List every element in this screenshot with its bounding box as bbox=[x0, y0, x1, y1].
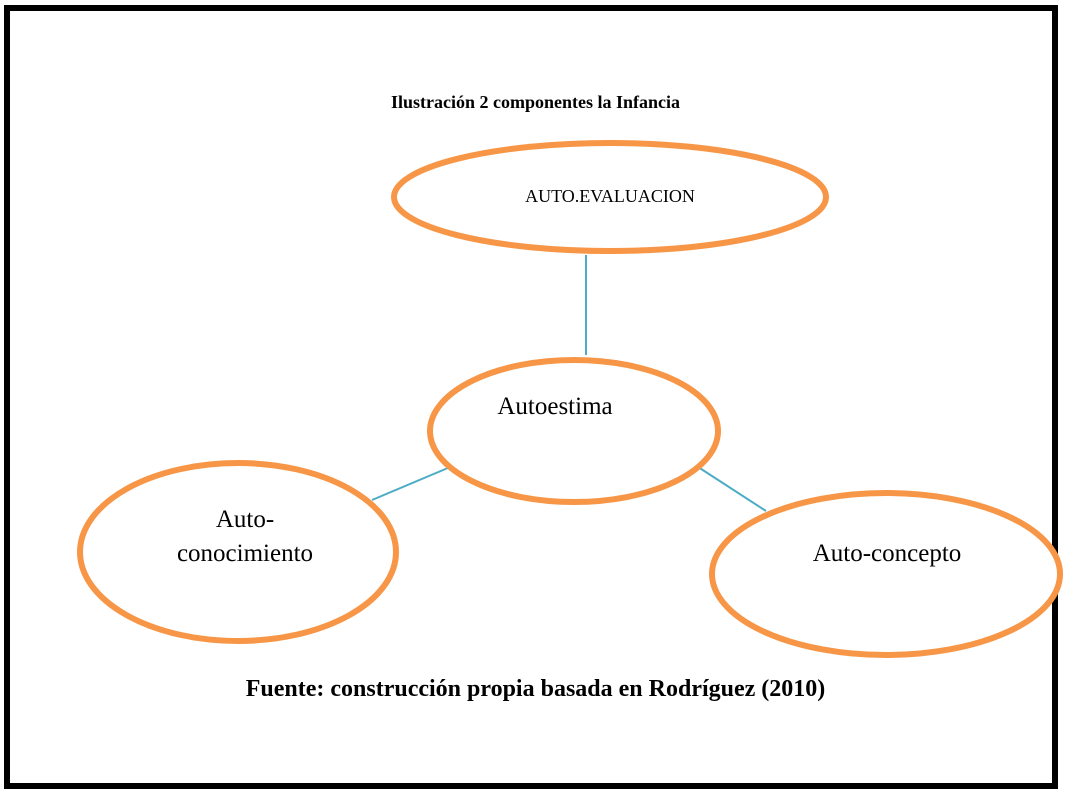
source-caption: Fuente: construcción propia basada en Ro… bbox=[245, 676, 826, 702]
figure-caption: Ilustración 2 componentes la Infancia bbox=[390, 92, 680, 112]
node-center-label: Autoestima bbox=[497, 393, 613, 420]
node-top-label: AUTO.EVALUACION bbox=[525, 186, 695, 206]
node-left-label-line2: conocimiento bbox=[176, 539, 314, 567]
node-left-ellipse bbox=[77, 460, 399, 644]
diagram-frame bbox=[4, 5, 1058, 789]
node-center-ellipse bbox=[427, 357, 721, 505]
node-left-label: Auto- conocimiento bbox=[85, 503, 405, 571]
node-left-label-line1: Auto- bbox=[215, 506, 275, 533]
node-top-ellipse bbox=[391, 140, 829, 254]
connector-center-left bbox=[371, 464, 456, 501]
node-right-label: Auto-concepto bbox=[812, 540, 962, 567]
node-right-ellipse bbox=[709, 490, 1063, 658]
connector-center-right bbox=[694, 464, 767, 512]
